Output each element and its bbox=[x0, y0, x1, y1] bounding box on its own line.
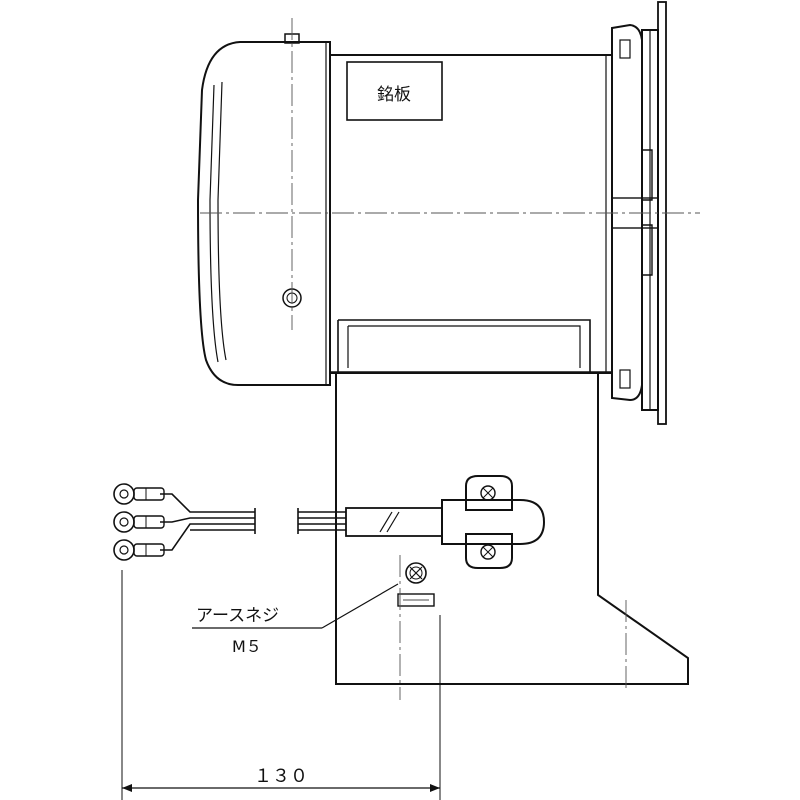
earth-screw-label: アースネジ bbox=[196, 606, 279, 626]
earth-screw bbox=[405, 562, 427, 584]
motor-body: 銘板 bbox=[329, 54, 613, 374]
screw-size-label: M５ bbox=[232, 637, 262, 656]
lead-wires bbox=[113, 483, 346, 561]
dimension-label: １３０ bbox=[254, 766, 308, 787]
clamp-screw-icon bbox=[480, 544, 496, 560]
clamp-screw-icon bbox=[480, 485, 496, 501]
nameplate-label: 銘板 bbox=[377, 85, 411, 105]
dimension-130: １３０ bbox=[121, 570, 441, 800]
ring-terminal bbox=[113, 483, 165, 505]
nameplate-box bbox=[346, 61, 443, 121]
ring-terminal bbox=[113, 511, 165, 533]
earth-mark-plate bbox=[397, 593, 435, 607]
end-cover bbox=[196, 33, 331, 386]
front-flange bbox=[611, 1, 667, 425]
terminal-box bbox=[335, 372, 689, 685]
ring-terminal bbox=[113, 539, 165, 561]
center-lines bbox=[200, 18, 700, 700]
cable-clamp bbox=[345, 475, 546, 569]
earth-screw-leader: アースネジ M５ bbox=[192, 583, 399, 656]
